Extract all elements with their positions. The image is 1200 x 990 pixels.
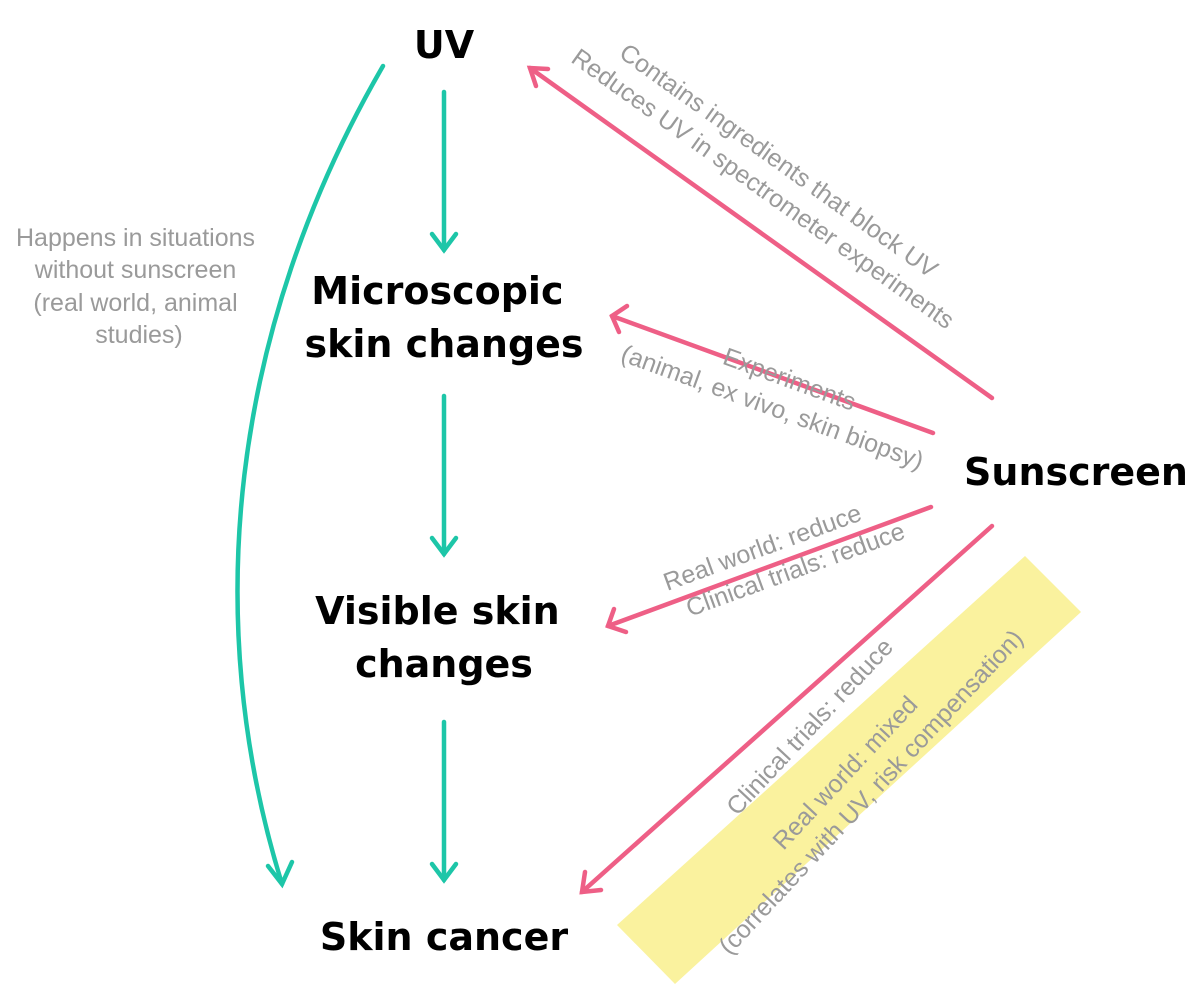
node-visible: Visible skin changes <box>315 589 573 686</box>
uv-to-microscopic-arrow <box>429 89 459 254</box>
sunscreen-to-cancer-arrow <box>579 523 995 895</box>
annotation-sunscreen-to-uv: Contains ingredients that block UV Reduc… <box>566 17 978 335</box>
annotation-uv-to-cancer: Happens in situations without sunscreen … <box>16 224 262 349</box>
node-skin-cancer: Skin cancer <box>320 915 568 959</box>
sunscreen-to-microscopic-arrow <box>609 303 936 436</box>
sunscreen-to-uv-arrow <box>526 65 995 401</box>
sunscreen-to-visible-arrow <box>605 504 934 635</box>
uv-to-cancer-arrow <box>235 63 386 889</box>
node-uv: UV <box>414 23 475 67</box>
microscopic-to-visible-arrow <box>429 393 459 558</box>
node-sunscreen: Sunscreen <box>964 450 1188 494</box>
annotation-sunscreen-to-visible: Real world: reduce Clinical trials: redu… <box>660 487 909 626</box>
real-world-highlight <box>617 556 1081 984</box>
node-microscopic: Microscopic skin changes <box>304 269 583 366</box>
visible-to-cancer-arrow <box>429 719 459 884</box>
